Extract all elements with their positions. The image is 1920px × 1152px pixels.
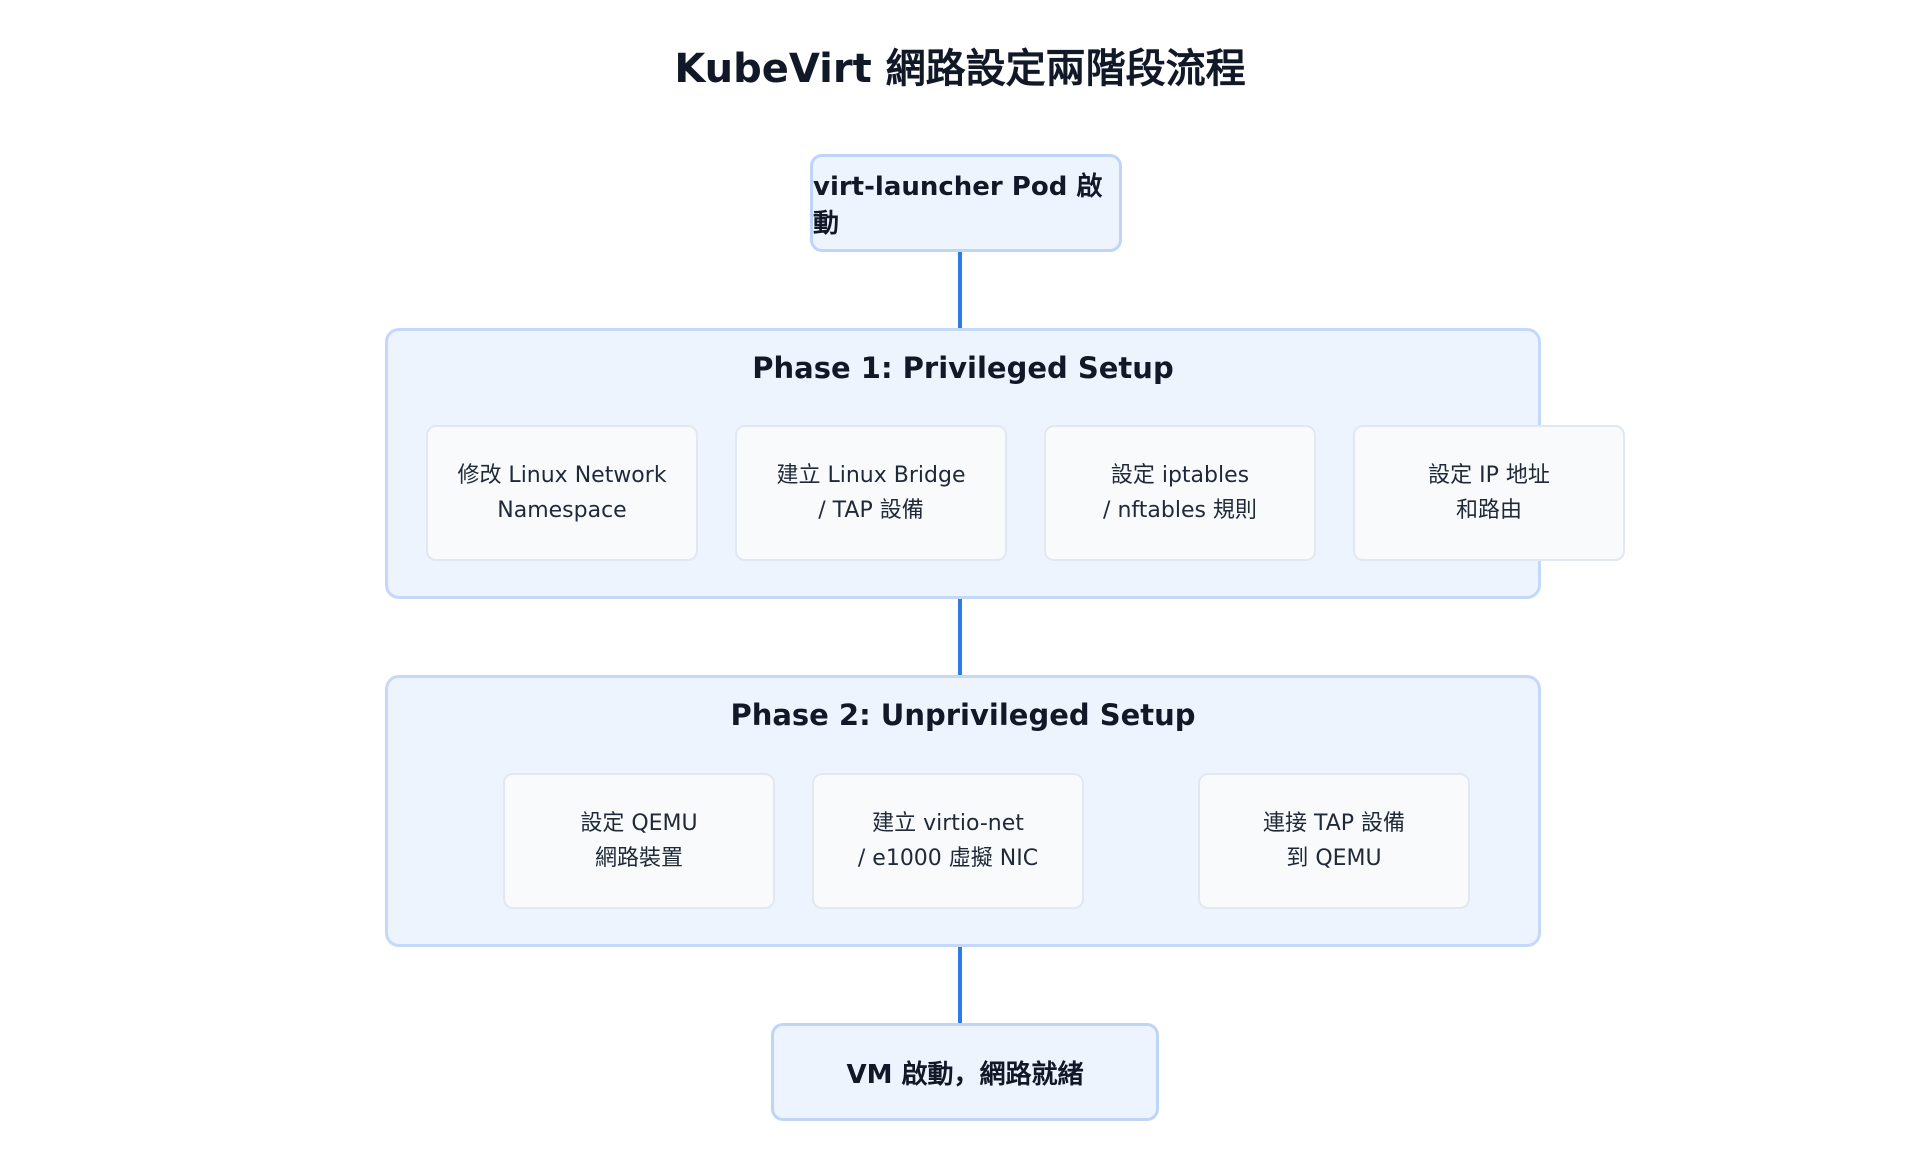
phase2-title: Phase 2: Unprivileged Setup [730,698,1196,732]
step-line2: 網路裝置 [594,846,683,871]
step-line2: 和路由 [1455,498,1522,523]
phase2-step-virtual-nic: 建立 virtio-net / e1000 虛擬 NIC [812,773,1084,909]
phase2-step-connect-tap: 連接 TAP 設備 到 QEMU [1198,773,1470,909]
phase1-step-bridge: 建立 Linux Bridge / TAP 設備 [735,425,1007,561]
step-line1: 設定 IP 地址 [1428,463,1550,488]
phase2-container: Phase 2: Unprivileged Setup 設定 QEMU 網路裝置… [385,675,1541,947]
step-line2: / nftables 規則 [1103,498,1257,523]
connector-phase1-phase2 [958,599,962,677]
phase1-step-ip-route: 設定 IP 地址 和路由 [1353,425,1625,561]
step-line1: 修改 Linux Network [457,463,667,488]
step-line1: 建立 virtio-net [872,811,1024,836]
step-line2: / TAP 設備 [818,498,924,523]
connector-start-phase1 [958,252,962,330]
end-node-label: VM 啟動，網路就緒 [846,1059,1084,1090]
connector-phase2-end [958,947,962,1025]
step-line2: 到 QEMU [1286,846,1382,871]
step-line2: Namespace [497,498,627,523]
start-node-label: virt-launcher Pod 啟動 [813,172,1103,239]
phase2-step-qemu-device: 設定 QEMU 網路裝置 [503,773,775,909]
step-line1: 設定 QEMU [580,811,698,836]
phase1-title: Phase 1: Privileged Setup [752,351,1174,385]
end-node: VM 啟動，網路就緒 [771,1023,1159,1121]
phase1-container: Phase 1: Privileged Setup 修改 Linux Netwo… [385,328,1625,599]
step-line1: 連接 TAP 設備 [1262,811,1406,836]
phase1-step-namespace: 修改 Linux Network Namespace [426,425,698,561]
start-node: virt-launcher Pod 啟動 [810,154,1122,252]
diagram-title: KubeVirt 網路設定兩階段流程 [674,46,1246,92]
phase1-step-iptables: 設定 iptables / nftables 規則 [1044,425,1316,561]
step-line1: 設定 iptables [1110,463,1250,488]
step-line1: 建立 Linux Bridge [776,463,966,488]
step-line2: / e1000 虛擬 NIC [857,846,1039,871]
